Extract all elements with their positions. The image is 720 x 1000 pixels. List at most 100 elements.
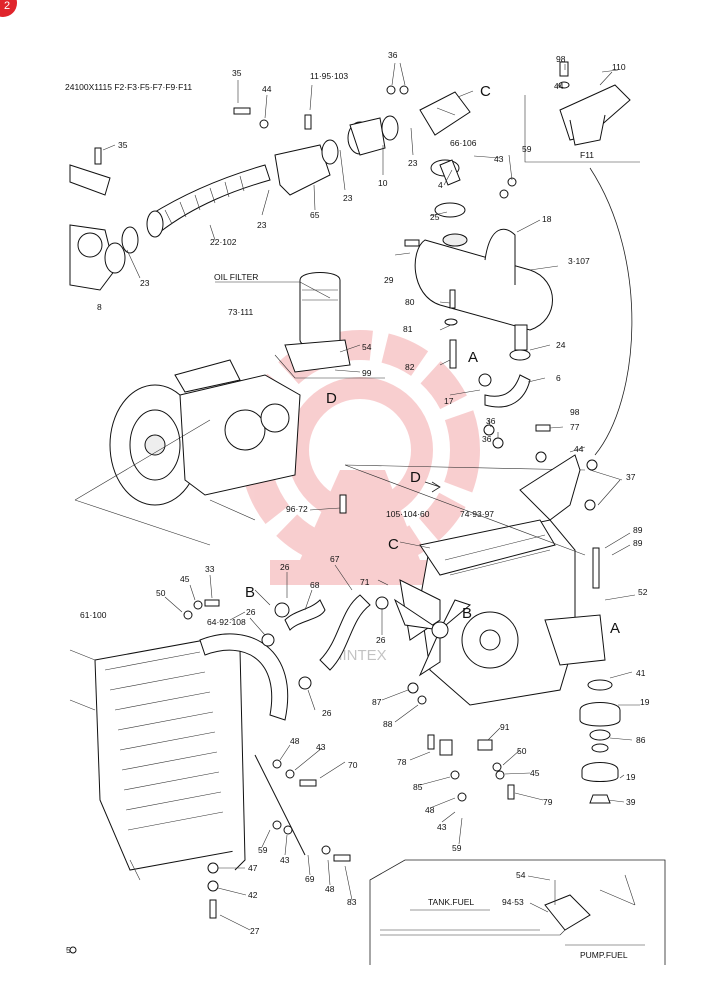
part-number: 22·102 bbox=[210, 237, 237, 247]
part-number: 83 bbox=[347, 897, 357, 907]
part-number: 98 bbox=[556, 54, 566, 64]
part-number: 35 bbox=[232, 68, 242, 78]
part-number: 86 bbox=[636, 735, 646, 745]
callout-d-arrow bbox=[424, 481, 441, 493]
muffler-3 bbox=[414, 228, 553, 361]
part-number: 88 bbox=[383, 719, 393, 729]
leader-lines bbox=[102, 62, 640, 931]
hydraulic-pump-73 bbox=[74, 359, 301, 546]
part-number: 45 bbox=[180, 574, 190, 584]
part-number: 74·93·97 bbox=[460, 509, 494, 519]
part-number: 89 bbox=[633, 525, 643, 535]
part-number: 26 bbox=[322, 708, 332, 718]
bracket-110-group bbox=[524, 61, 640, 163]
part-number: 71 bbox=[360, 577, 370, 587]
fan-shroud-64 bbox=[199, 633, 289, 721]
part-number: 17 bbox=[444, 396, 454, 406]
air-hose-22 bbox=[121, 164, 271, 254]
part-number: 36 bbox=[482, 434, 492, 444]
part-number: 33 bbox=[205, 564, 215, 574]
part-number: 82 bbox=[405, 362, 415, 372]
part-number: 27 bbox=[250, 926, 260, 936]
part-number: 25 bbox=[430, 212, 440, 222]
part-number: 10 bbox=[378, 178, 388, 188]
part-number: 59 bbox=[258, 845, 268, 855]
part-number: 43 bbox=[280, 855, 290, 865]
part-number: 54 bbox=[516, 870, 526, 880]
page-mark: 5 bbox=[66, 945, 71, 955]
part-number: 26 bbox=[246, 607, 256, 617]
part-number: 43 bbox=[316, 742, 326, 752]
part-number: 36 bbox=[388, 50, 398, 60]
part-number: 80 bbox=[405, 297, 415, 307]
part-number: 78 bbox=[397, 757, 407, 767]
bolt-89 bbox=[592, 547, 600, 589]
part-number: 6 bbox=[556, 373, 561, 383]
corner-badge bbox=[0, 0, 17, 17]
part-number: 4 bbox=[438, 180, 443, 190]
part-number: 36 bbox=[486, 416, 496, 426]
part-number: 44 bbox=[262, 84, 272, 94]
corner-badge-text: 2 bbox=[4, 0, 10, 12]
part-number: 91 bbox=[500, 722, 510, 732]
part-number: 23 bbox=[257, 220, 267, 230]
fuel-line-inset bbox=[369, 859, 666, 965]
part-number: 64·92·108 bbox=[207, 617, 246, 627]
part-number: 29 bbox=[384, 275, 394, 285]
part-number: 61·100 bbox=[80, 610, 107, 620]
part-number: 26 bbox=[376, 635, 386, 645]
part-number: 87 bbox=[372, 697, 382, 707]
air-cleaner-clipped bbox=[69, 164, 126, 291]
part-number: 24 bbox=[556, 340, 566, 350]
oil-filter-label: OIL FILTER bbox=[214, 272, 258, 282]
pump-fuel-label: PUMP.FUEL bbox=[580, 950, 628, 960]
callout-c-engine: C bbox=[388, 536, 399, 553]
part-number: 54 bbox=[362, 342, 372, 352]
part-number: 68 bbox=[310, 580, 320, 590]
part-number: 8 bbox=[97, 302, 102, 312]
part-number: 89 bbox=[633, 538, 643, 548]
bracket-85 bbox=[439, 739, 453, 756]
part-number: 77 bbox=[570, 422, 580, 432]
part-number: 23 bbox=[140, 278, 150, 288]
part-number: 23 bbox=[343, 193, 353, 203]
stay-rod-69 bbox=[254, 754, 306, 856]
part-number: 110 bbox=[612, 62, 626, 72]
part-number: 45 bbox=[530, 768, 540, 778]
part-number: 44 bbox=[554, 81, 564, 91]
part-number: 35 bbox=[118, 140, 128, 150]
part-number: 65 bbox=[310, 210, 320, 220]
part-number: 94·53 bbox=[502, 897, 524, 907]
model-code: 24100X1115 F2·F3·F5·F7·F9·F11 bbox=[65, 82, 192, 92]
part-number: 44 bbox=[574, 444, 584, 454]
callout-b-engine: B bbox=[462, 605, 472, 622]
part-number: 81 bbox=[403, 324, 413, 334]
part-number: 98 bbox=[570, 407, 580, 417]
part-number: 66·106 bbox=[450, 138, 477, 148]
bracket-91 bbox=[477, 739, 493, 751]
part-number: 47 bbox=[248, 863, 258, 873]
part-number: 79 bbox=[543, 797, 553, 807]
pipe-6 bbox=[484, 374, 531, 408]
part-number: 105·104·60 bbox=[386, 509, 430, 519]
part-number: 42 bbox=[248, 890, 258, 900]
callout-a-upper: A bbox=[468, 349, 478, 366]
part-number: 48 bbox=[325, 884, 335, 894]
callout-b-hose: B bbox=[245, 584, 255, 601]
fasteners bbox=[69, 85, 598, 954]
part-number: 43 bbox=[494, 154, 504, 164]
part-number: 48 bbox=[425, 805, 435, 815]
part-number: 39 bbox=[626, 797, 636, 807]
cooling-fan bbox=[393, 598, 472, 677]
intake-elbow-65 bbox=[274, 91, 471, 218]
callout-d-filter: D bbox=[326, 390, 337, 407]
radiator-61 bbox=[69, 639, 246, 881]
part-number: 18 bbox=[542, 214, 552, 224]
part-number: 3·107 bbox=[568, 256, 590, 266]
part-number: 37 bbox=[626, 472, 636, 482]
hose-67 bbox=[319, 594, 371, 671]
part-number: 23 bbox=[408, 158, 418, 168]
part-number: 43 bbox=[437, 822, 447, 832]
